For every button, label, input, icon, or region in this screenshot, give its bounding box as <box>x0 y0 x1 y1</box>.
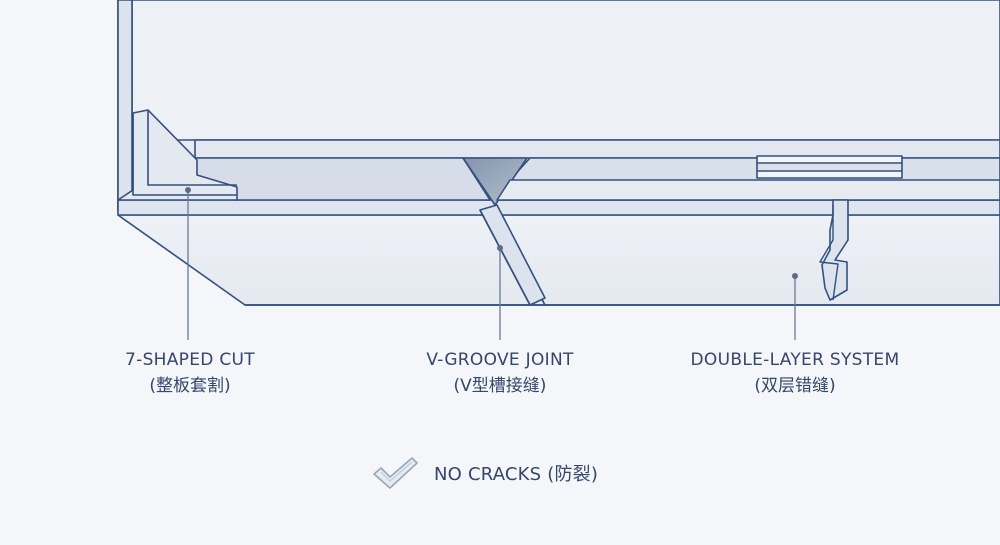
double-layer-stagger <box>821 199 849 301</box>
label-v-groove-joint: V-GROOVE JOINT (V型槽接缝) <box>395 347 605 399</box>
board-front-lip <box>117 199 1000 216</box>
no-cracks-text: NO CRACKS (防裂) <box>434 464 599 485</box>
top-board-face <box>194 157 491 201</box>
check-icon <box>373 457 418 489</box>
double-layer-slot-lower <box>756 170 903 179</box>
leader-dot-double <box>792 273 798 279</box>
second-layer-strip <box>496 179 1000 201</box>
label-seven-shaped-cut: 7-SHAPED CUT (整板套割) <box>95 347 285 399</box>
wall-trim <box>117 0 133 211</box>
top-board-upper <box>194 139 1000 159</box>
label-groove-en: V-GROOVE JOINT <box>426 350 574 370</box>
no-cracks-badge: NO CRACKS (防裂) <box>370 455 598 491</box>
leader-dot-groove <box>497 245 503 251</box>
leader-dot-cut <box>185 187 191 193</box>
label-cut-en: 7-SHAPED CUT <box>125 350 255 370</box>
ceiling-back-panel <box>131 0 1000 141</box>
double-layer-slot-upper <box>756 155 903 164</box>
label-double-en: DOUBLE-LAYER SYSTEM <box>690 350 900 370</box>
label-groove-zh: (V型槽接缝) <box>453 376 547 396</box>
board-soffit-right <box>496 214 1000 306</box>
label-double-layer-system: DOUBLE-LAYER SYSTEM (双层错缝) <box>660 347 930 399</box>
label-cut-zh: (整板套割) <box>149 376 231 396</box>
board-soffit <box>117 214 546 306</box>
label-double-zh: (双层错缝) <box>754 376 836 396</box>
